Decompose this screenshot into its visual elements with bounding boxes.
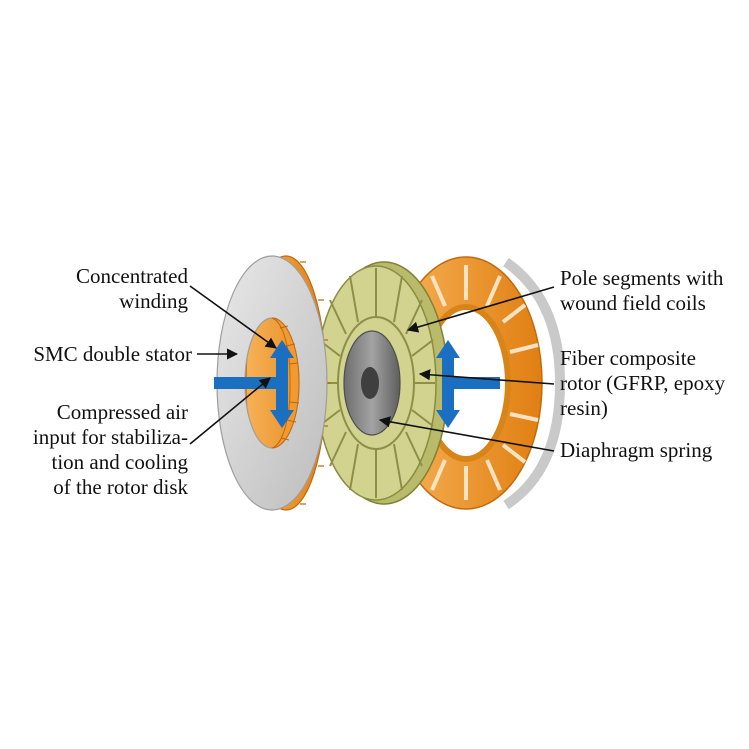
label-line: rotor (GFRP, epoxy — [560, 371, 726, 395]
label-line: input for stabiliza- — [32, 425, 188, 449]
leader-lines — [189, 285, 555, 452]
label-compressed-air: Compressed air input for stabiliza- tion… — [33, 400, 188, 500]
label-line: Compressed air — [56, 400, 188, 424]
leader-compressed-air — [189, 377, 271, 445]
label-line: Concentrated — [76, 264, 188, 288]
leader-concentrated-winding — [189, 285, 277, 349]
air-arrows-right — [436, 340, 500, 428]
hub-bore — [361, 367, 379, 399]
label-line: SMC double stator — [33, 342, 192, 366]
label-concentrated-winding: Concentrated winding — [76, 264, 188, 314]
label-line: Diaphragm spring — [560, 438, 713, 462]
label-line: wound field coils — [560, 291, 706, 315]
leader-pole-segments — [406, 286, 555, 333]
leader-diaphragm-spring — [378, 416, 555, 452]
rotor-pole-segments — [317, 268, 435, 498]
winding-coil-ticks — [279, 325, 300, 441]
label-line: Fiber composite — [560, 346, 696, 370]
left-stator-rim-slots — [300, 261, 330, 505]
leader-fiber-rotor — [418, 369, 555, 385]
label-line: tion and cooling — [51, 450, 188, 474]
right-stator-back-edge — [503, 257, 566, 510]
label-diaphragm-spring: Diaphragm spring — [560, 438, 712, 463]
label-line: resin) — [560, 396, 608, 420]
label-smc-double-stator: SMC double stator — [33, 342, 192, 367]
label-fiber-composite-rotor: Fiber composite rotor (GFRP, epoxy resin… — [560, 346, 725, 421]
rotor-disk — [315, 261, 449, 505]
label-line: of the rotor disk — [53, 475, 188, 499]
label-line: Pole segments with — [560, 266, 724, 290]
label-pole-segments: Pole segments with wound field coils — [560, 266, 723, 316]
label-line: winding — [119, 289, 188, 313]
rotor-inner-ring — [337, 316, 415, 450]
